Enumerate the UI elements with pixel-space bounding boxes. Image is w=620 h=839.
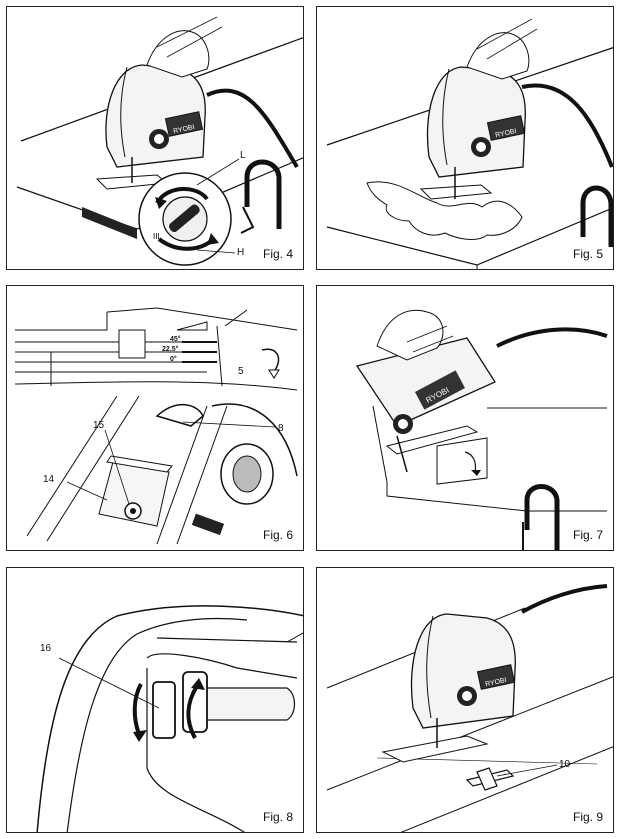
label-45-degrees: 45° — [170, 336, 181, 343]
figure-7-illustration: RYOBI — [355, 309, 608, 550]
label-14: 14 — [43, 474, 55, 485]
figure-caption: Fig. 5 — [572, 247, 603, 261]
svg-text:RYOBI: RYOBI — [485, 677, 508, 688]
figure-caption: Fig. 8 — [262, 810, 293, 824]
label-16: 16 — [40, 643, 52, 654]
figure-8-panel: 16 Fig. 8 — [6, 567, 304, 833]
figure-caption: Fig. 7 — [572, 528, 603, 542]
figure-9-panel: RYOBI 10 Fig. 9 — [316, 567, 614, 833]
figure-9-illustration: RYOBI — [326, 584, 613, 832]
svg-text:RYOBI: RYOBI — [495, 128, 518, 139]
label-15: 15 — [93, 420, 105, 431]
figure-caption: Fig. 9 — [572, 810, 603, 824]
label-l: L — [240, 150, 246, 161]
label-8: 8 — [278, 423, 284, 434]
label-h: H — [237, 247, 245, 258]
figure-6-illustration — [14, 307, 298, 545]
label-5: 5 — [238, 366, 244, 377]
figure-caption: Fig. 4 — [262, 247, 293, 261]
label-0-degrees: 0° — [170, 356, 177, 363]
figure-caption: Fig. 6 — [262, 528, 293, 542]
label-22-5-degrees: 22.5° — [162, 346, 179, 353]
figure-8-illustration — [36, 605, 303, 832]
figure-4-panel: RYOBI III L H Fig. 4 — [6, 6, 304, 270]
figure-5-panel: RYOBI Fig. 5 — [316, 6, 614, 270]
brand-logo: RYOBI — [173, 124, 196, 135]
svg-text:III: III — [153, 232, 160, 241]
figure-6-panel: 45° 22.5° 0° 5 8 15 14 Fig. 6 — [6, 285, 304, 551]
figure-7-panel: RYOBI Fig. 7 — [316, 285, 614, 551]
figure-5-illustration: RYOBI — [326, 18, 613, 269]
label-10: 10 — [559, 759, 571, 770]
figure-4-illustration: RYOBI III — [16, 16, 303, 266]
